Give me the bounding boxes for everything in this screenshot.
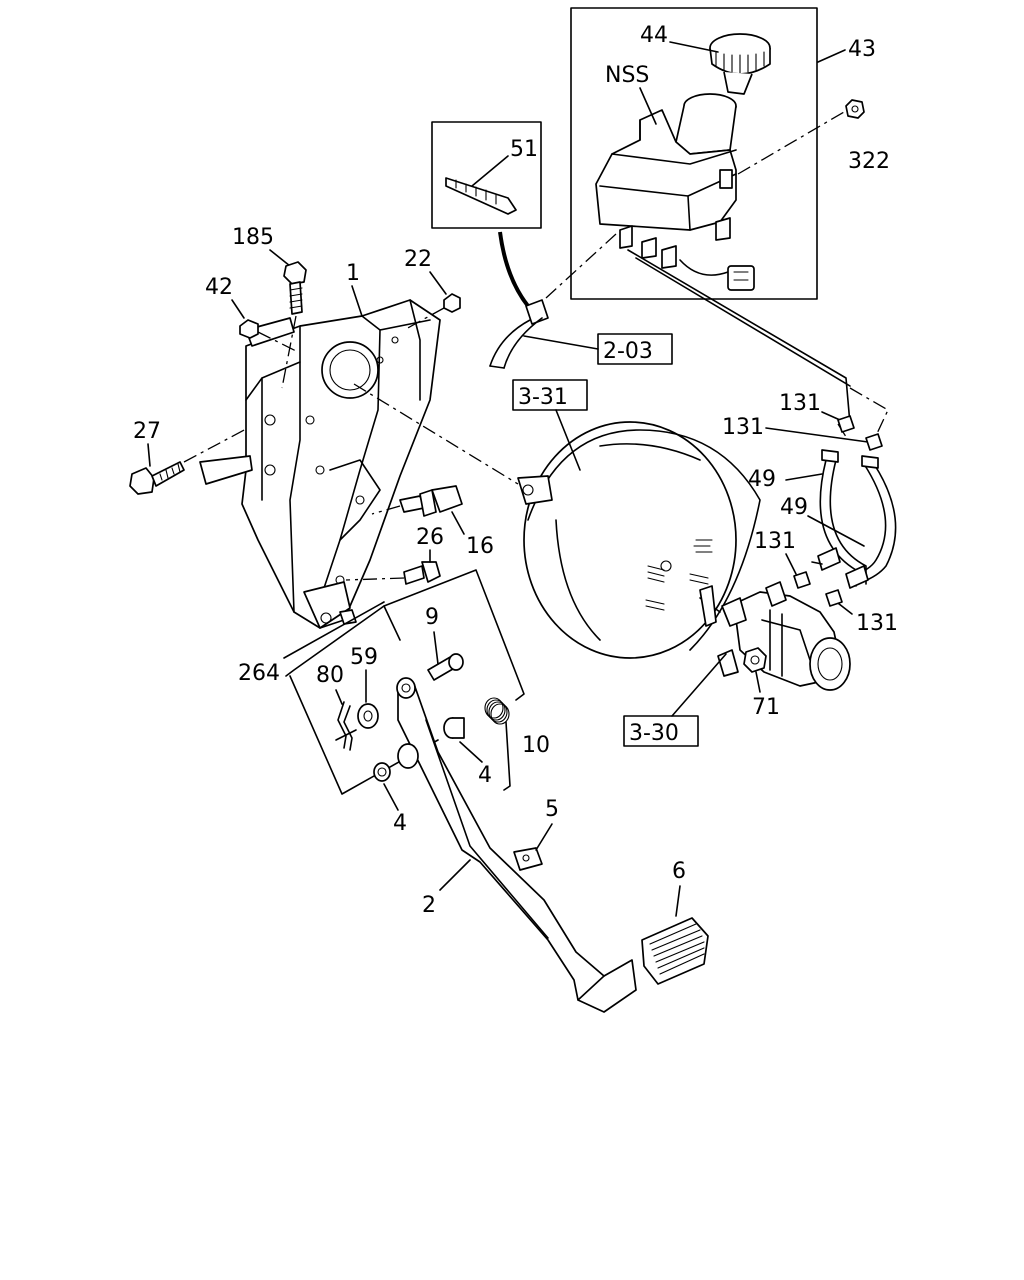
label-51: 51 [510,137,538,162]
label-71: 71 [752,695,780,720]
label-26: 26 [416,525,444,550]
label-80: 80 [316,663,344,688]
ref-box-3-30 [623,715,699,747]
label-49-a: 49 [748,467,776,492]
ref-3-30: 3-30 [629,721,679,746]
nut-42 [239,319,259,339]
label-131-b: 131 [722,415,764,440]
ref-2-03: 2-03 [603,339,653,364]
label-322: 322 [848,149,890,174]
washer-59 [357,703,379,729]
nut-322 [845,99,865,119]
label-10: 10 [522,733,550,758]
bush-4-upper [443,717,465,739]
clip-131-c [793,571,811,589]
bush-4-lower [373,762,391,782]
label-49-b: 49 [780,495,808,520]
label-nss: NSS [605,63,649,88]
reservoir-callout-box [570,7,818,300]
label-16: 16 [466,534,494,559]
brake-booster [517,421,761,659]
label-264: 264 [238,661,280,686]
label-59: 59 [350,645,378,670]
pin-9 [427,653,464,681]
cable-tie-group: 51 [431,121,549,369]
label-6: 6 [672,859,686,884]
bolt-27 [129,461,185,495]
label-22: 22 [404,247,432,272]
cable-tie-callout-box [431,121,542,229]
label-4-upper: 4 [478,763,492,788]
label-42: 42 [205,275,233,300]
label-44: 44 [640,23,668,48]
label-131-c: 131 [754,529,796,554]
reservoir-cap [709,33,771,95]
label-43: 43 [848,37,876,62]
switch-16 [399,485,463,517]
pedal-arm [396,677,637,1013]
ref-box-3-31 [512,379,588,411]
pedal-pad-6 [641,917,709,985]
label-9: 9 [425,605,439,630]
label-185: 185 [232,225,274,250]
nut-71 [743,647,767,673]
clip-131-b [865,433,883,451]
label-131-d: 131 [856,611,898,636]
clip-80 [335,701,357,751]
ref-3-31: 3-31 [518,385,568,410]
bolt-26 [403,561,441,585]
label-27: 27 [133,419,161,444]
label-2: 2 [422,893,436,918]
nut-22 [443,293,461,313]
clip-131-d [825,589,843,607]
pedal-bracket [199,299,441,629]
label-5: 5 [545,797,559,822]
hoses-49 [811,449,897,589]
label-1: 1 [346,261,360,286]
label-131-a: 131 [779,391,821,416]
reservoir-assembly: 44 NSS 43 322 [570,7,890,300]
label-4-lower: 4 [393,811,407,836]
bolt-185 [283,261,307,315]
reservoir-tank [595,93,755,291]
clip-131-a [837,415,855,433]
pedal-parts-callout-top [285,569,525,701]
spring-10 [484,697,511,791]
